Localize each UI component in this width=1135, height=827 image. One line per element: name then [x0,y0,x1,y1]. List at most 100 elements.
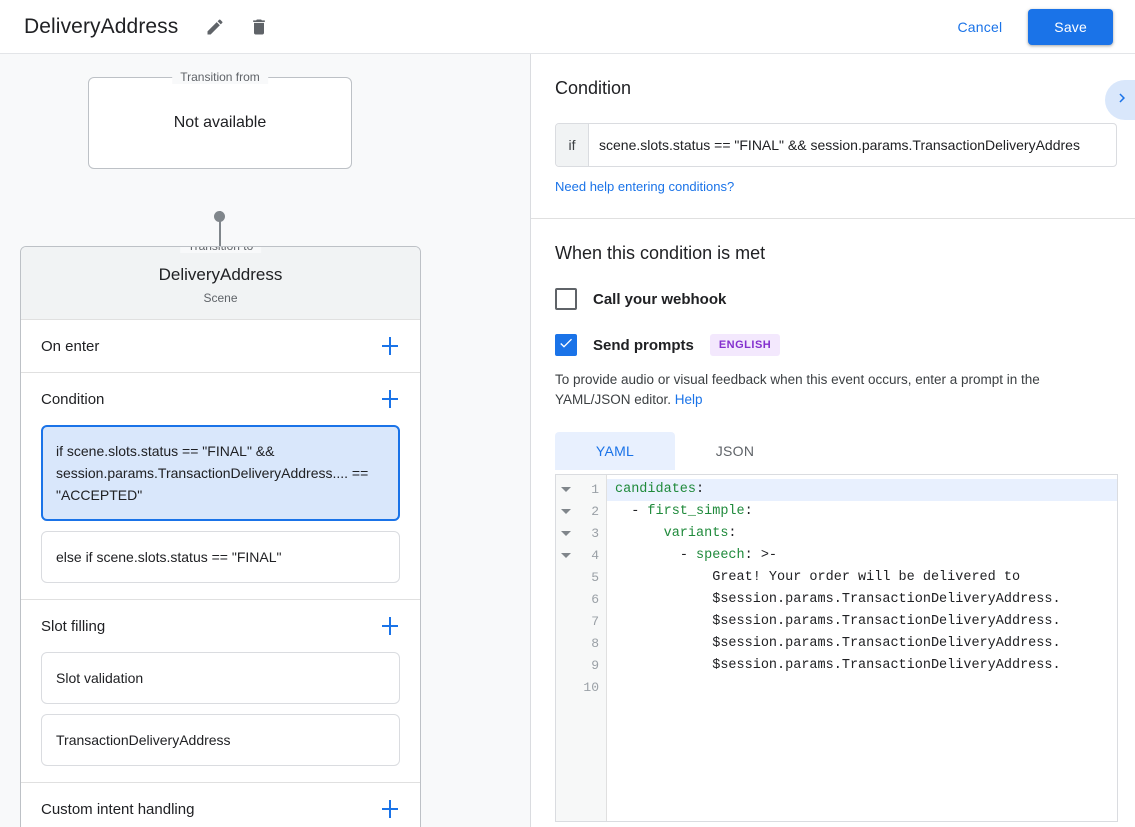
line-number: 4 [591,548,599,563]
code-line: candidates: [607,479,1117,501]
transition-from-legend: Transition from [172,70,268,84]
gutter-line: 7 [556,611,606,633]
line-number: 10 [583,680,599,695]
editor-gutter[interactable]: 1 2 3 4 5 6 7 8 9 10 [556,475,607,821]
condition-item[interactable]: else if scene.slots.status == "FINAL" [41,531,400,583]
call-webhook-label: Call your webhook [593,290,727,308]
tab-yaml[interactable]: YAML [555,432,675,470]
section-body-condition: if scene.slots.status == "FINAL" && sess… [21,425,420,599]
line-number: 1 [591,482,599,497]
section-separator [531,218,1135,219]
section-header-condition[interactable]: Condition [21,373,420,425]
line-number: 9 [591,658,599,673]
pencil-icon [205,17,225,37]
fold-arrow-icon[interactable] [561,509,571,514]
line-number: 3 [591,526,599,541]
section-custom-intent-handling: Custom intent handling [21,783,420,827]
transition-from-card: Transition from Not available [88,70,352,169]
code-line: $session.params.TransactionDeliveryAddre… [712,658,1061,673]
delete-button[interactable] [242,10,276,44]
condition-section-title: Condition [555,78,632,98]
fold-arrow-icon[interactable] [561,487,571,492]
code-line: $session.params.TransactionDeliveryAddre… [712,592,1061,607]
webhook-row[interactable]: Call your webhook [555,288,1111,310]
slot-item-transaction-delivery-address[interactable]: TransactionDeliveryAddress [41,714,400,766]
code-line: $session.params.TransactionDeliveryAddre… [712,614,1061,629]
edit-title-button[interactable] [198,10,232,44]
transition-to-title: DeliveryAddress [158,265,283,284]
save-button[interactable]: Save [1028,8,1113,45]
prompts-help-link[interactable]: Help [674,392,703,407]
code-line: Great! Your order will be delivered to [712,570,1021,585]
line-number: 5 [591,570,599,585]
connector-line [219,211,221,273]
section-title-condition: Condition [41,390,105,408]
code-editor[interactable]: 1 2 3 4 5 6 7 8 9 10 candidates: - first_simple: … [555,474,1118,822]
expand-panel-button[interactable] [1105,80,1135,120]
line-number: 2 [591,504,599,519]
fold-arrow-icon[interactable] [561,553,571,558]
section-header-on-enter[interactable]: On enter [21,320,420,372]
gutter-line: 6 [556,589,606,611]
gutter-line: 9 [556,655,606,677]
line-number: 8 [591,636,599,651]
code-line: variants: [663,526,737,541]
add-custom-intent-icon[interactable] [378,797,402,821]
trash-icon [249,17,269,37]
send-prompts-row[interactable]: Send prompts ENGLISH [555,334,1111,356]
gutter-line: 10 [556,677,606,699]
section-header-custom-intent-handling[interactable]: Custom intent handling [21,783,420,827]
gutter-line: 4 [556,545,606,567]
condition-help-link[interactable]: Need help entering conditions? [555,179,735,194]
section-header-slot-filling[interactable]: Slot filling [21,600,420,652]
tab-json[interactable]: JSON [715,443,755,459]
right-panel: Condition if scene.slots.status == "FINA… [531,54,1135,827]
when-met-title: When this condition is met [555,243,766,263]
section-title-custom-intent-handling: Custom intent handling [41,800,195,818]
section-body-slot-filling: Slot validation TransactionDeliveryAddre… [21,652,420,782]
condition-if-prefix: if [556,124,589,166]
send-prompts-checkbox[interactable] [555,334,577,356]
editor-format-tabs: YAML JSON [555,432,1111,470]
code-line: - first_simple: [631,504,753,519]
section-on-enter: On enter [21,320,420,373]
add-condition-icon[interactable] [378,387,402,411]
prompts-description-text: To provide audio or visual feedback when… [555,372,1040,407]
transition-to-subtitle: Scene [203,291,238,305]
gutter-line: 1 [556,479,606,501]
top-header: DeliveryAddress Cancel Save [0,0,1135,54]
condition-item-selected[interactable]: if scene.slots.status == "FINAL" && sess… [41,425,400,521]
code-line: $session.params.TransactionDeliveryAddre… [712,636,1061,651]
gutter-line: 2 [556,501,606,523]
line-number: 6 [591,592,599,607]
panel-divider [530,54,531,827]
gutter-line: 3 [556,523,606,545]
chevron-right-icon [1113,89,1131,112]
language-badge: ENGLISH [709,334,781,356]
fold-arrow-icon[interactable] [561,531,571,536]
prompts-description: To provide audio or visual feedback when… [555,370,1111,410]
section-title-slot-filling: Slot filling [41,617,106,635]
line-number: 7 [591,614,599,629]
add-on-enter-icon[interactable] [378,334,402,358]
gutter-line: 5 [556,567,606,589]
transition-to-card: Transition to DeliveryAddress Scene On e… [20,246,421,827]
section-condition: Condition if scene.slots.status == "FINA… [21,373,420,600]
check-icon [558,335,574,356]
left-panel: Transition from Not available Transition… [0,54,531,827]
add-slot-filling-icon[interactable] [378,614,402,638]
call-webhook-checkbox[interactable] [555,288,577,310]
condition-block: Condition if scene.slots.status == "FINA… [531,54,1135,196]
editor-code-area[interactable]: candidates: - first_simple: variants: - … [607,475,1117,821]
section-title-on-enter: On enter [41,337,100,355]
when-condition-met-block: When this condition is met Call your web… [531,219,1135,822]
condition-input-row[interactable]: if scene.slots.status == "FINAL" && sess… [555,123,1117,167]
section-slot-filling: Slot filling Slot validation Transaction… [21,600,420,783]
cancel-button[interactable]: Cancel [944,10,1017,44]
code-line [607,677,1117,699]
code-line: - speech: >- [679,548,778,563]
gutter-line: 8 [556,633,606,655]
transition-to-legend: Transition to [179,247,262,253]
slot-validation-item[interactable]: Slot validation [41,652,400,704]
condition-expression-input[interactable]: scene.slots.status == "FINAL" && session… [599,137,1080,153]
